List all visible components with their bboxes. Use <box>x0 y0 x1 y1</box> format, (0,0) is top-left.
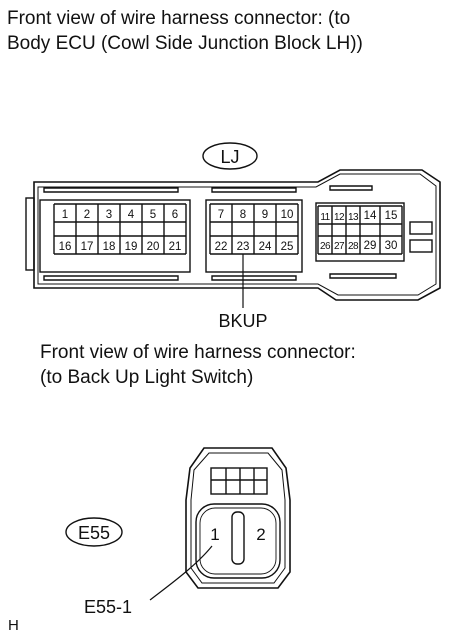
back-up-switch-connector-caption: Front view of wire harness connector: (t… <box>40 342 356 389</box>
lj-pin-label: 15 <box>385 210 398 222</box>
e55-pin-label: 2 <box>256 525 265 544</box>
lj-pin-label: 29 <box>364 240 377 252</box>
lj-pin-label: 28 <box>348 241 359 252</box>
e55-connector-code: E55 <box>78 523 110 543</box>
lj-pin-label: 2 <box>84 209 90 221</box>
e55-connector-housing <box>185 447 291 589</box>
e55-1-leader-line <box>149 545 213 601</box>
lj-pin-label: 6 <box>172 209 178 221</box>
e55-1-terminal-label: E55-1 <box>84 597 132 617</box>
lj-pin-label: 1 <box>62 209 68 221</box>
lj-pin-label: 5 <box>150 209 156 221</box>
lj-pin-label: 4 <box>128 209 135 221</box>
lj-pin-label: 7 <box>218 209 224 221</box>
lj-pin-label: 14 <box>364 210 377 222</box>
lj-pin-label: 22 <box>215 241 228 253</box>
e55-pin-label: 1 <box>210 525 219 544</box>
lj-pin-label: 25 <box>281 241 294 253</box>
lj-pin-label: 16 <box>59 241 72 253</box>
bkup-terminal-label: BKUP <box>218 311 267 331</box>
lj-pin-label: 26 <box>320 241 331 252</box>
lj-pin-label: 13 <box>348 212 359 223</box>
lj-pin-label: 24 <box>259 241 272 253</box>
lj-pin-label: 10 <box>281 209 294 221</box>
lj-pin-label: 21 <box>169 241 182 253</box>
lj-pin-label: 19 <box>125 241 138 253</box>
corner-mark: H <box>8 617 19 634</box>
lj-pin-grid <box>53 203 403 255</box>
lj-pin-label: 12 <box>334 212 345 223</box>
lj-pin-label: 9 <box>262 209 268 221</box>
lj-pin-label: 20 <box>147 241 160 253</box>
lj-pin-label: 27 <box>334 241 345 252</box>
lj-pin-label: 17 <box>81 241 94 253</box>
lj-pin-label: 3 <box>106 209 112 221</box>
e55-code-ellipse <box>65 517 123 547</box>
body-ecu-connector-caption: Front view of wire harness connector: (t… <box>7 8 363 55</box>
lj-connector-code: LJ <box>220 147 239 167</box>
lj-pin-label: 18 <box>103 241 116 253</box>
lj-pin-label: 23 <box>237 241 250 253</box>
lj-pin-label: 30 <box>385 240 398 252</box>
lj-pin-label: 8 <box>240 209 246 221</box>
lj-pin-label: 11 <box>320 212 330 223</box>
lj-connector-housing <box>25 169 441 301</box>
lj-code-ellipse <box>202 142 258 170</box>
